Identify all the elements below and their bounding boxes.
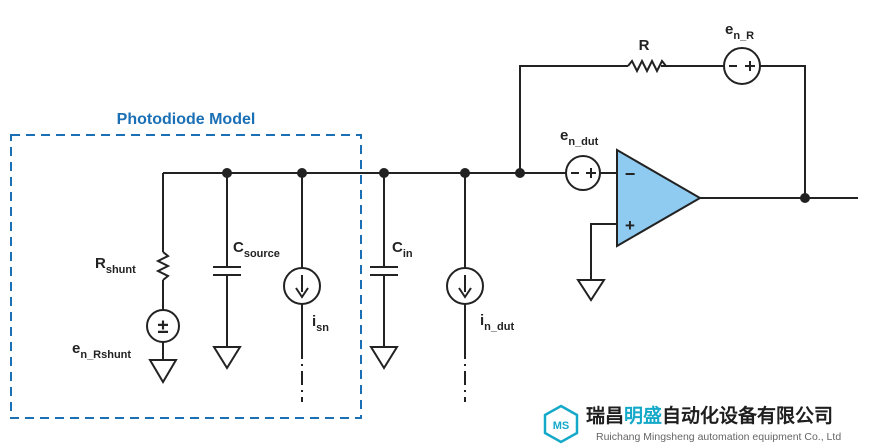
op-amp-ground-symbol (576, 279, 606, 302)
rshunt-resistor (155, 251, 171, 281)
in-dut-branch: in_dut (446, 168, 514, 402)
in-dut-label: in_dut (480, 312, 514, 333)
isn-label: isn (312, 313, 329, 334)
op-amp: − + (576, 148, 858, 302)
feedback-resistor (627, 58, 667, 74)
op-amp-noninverting-symbol: + (625, 216, 635, 235)
company-watermark: MS 瑞昌明盛自动化设备有限公司 Ruichang Mingsheng auto… (543, 404, 841, 444)
en-r-label: en_R (725, 21, 754, 42)
en-dut-label: en_dut (560, 127, 599, 148)
op-amp-body (616, 148, 702, 248)
feedback-network: R en_R (515, 21, 806, 198)
en-rshunt-label: en_Rshunt (72, 340, 131, 361)
cin-ground-symbol (369, 346, 399, 370)
isn-branch: isn (283, 168, 329, 402)
rshunt-label: Rshunt (95, 255, 136, 276)
company-name-en: Ruichang Mingsheng automation equipment … (596, 431, 841, 443)
op-amp-inverting-symbol: − (625, 164, 636, 184)
cin-label: Cin (392, 239, 413, 260)
photodiode-model-title: Photodiode Model (117, 111, 256, 128)
rshunt-ground-symbol (148, 359, 178, 384)
csource-label: Csource (233, 239, 280, 260)
en-dut-plus-icon (586, 168, 596, 178)
en-rshunt-source-symbol: ± (158, 316, 169, 338)
rshunt-branch: ± Rshunt en_Rshunt (72, 173, 180, 384)
en-r-plus-icon (745, 61, 755, 71)
in-dut-arrow-icon (458, 275, 472, 299)
company-logo-letters: MS (553, 420, 570, 432)
company-logo (543, 404, 579, 444)
en-dut-source (565, 155, 601, 191)
csource-branch: Csource (212, 168, 280, 370)
isn-arrow-icon (295, 275, 309, 299)
output-node-dot (800, 193, 810, 203)
en-dut-source-group: en_dut (560, 127, 601, 191)
feedback-r-label: R (639, 37, 650, 54)
csource-ground-symbol (212, 346, 242, 370)
cin-branch: Cin (369, 168, 413, 370)
company-name-cn: 瑞昌明盛自动化设备有限公司 (586, 404, 833, 427)
